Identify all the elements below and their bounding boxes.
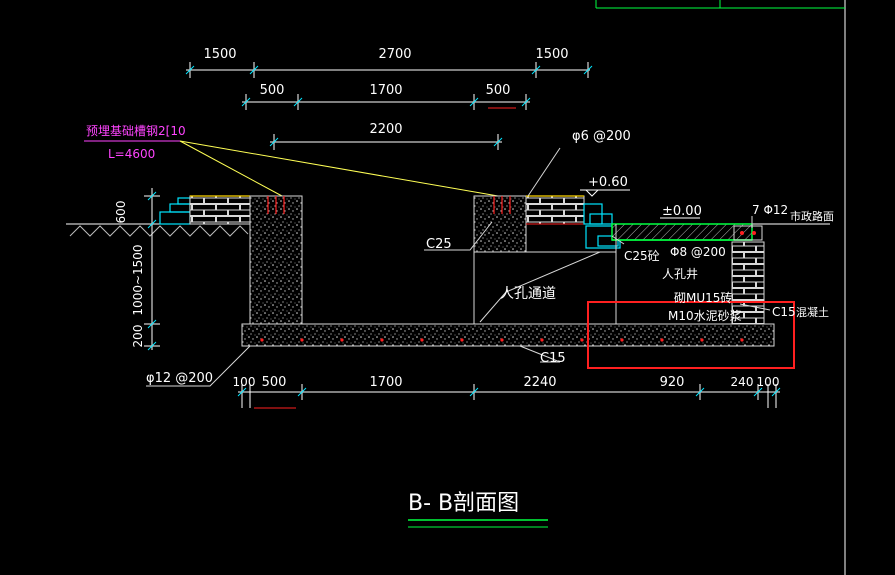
note-embedded-channel: 预埋基础槽钢2[10 [86, 124, 186, 138]
dim-1000-1500: 1000~1500 [131, 244, 145, 315]
level-zero-text: ±0.00 [662, 204, 702, 219]
base-slab [241, 323, 775, 347]
label-manhole-well: 人孔井 [662, 267, 698, 281]
label-rebar-bottom: φ12 @200 [146, 371, 213, 386]
label-city-road: 市政路面 [790, 209, 834, 223]
mid-wall-rebar [493, 196, 511, 214]
highlight-box [587, 301, 795, 369]
section-title: B- B剖面图 [408, 491, 519, 516]
dim-1500-left: 1500 [203, 47, 236, 62]
label-c15-right: C15 [772, 305, 796, 319]
dim-1700-top: 1700 [369, 83, 402, 98]
level-marker-plus [580, 189, 630, 197]
base-rebar [260, 338, 744, 342]
label-rebar-7: 7 Φ12 [752, 203, 788, 217]
dim-row-1 [185, 62, 593, 78]
right-wall-cap [733, 225, 763, 241]
left-wall-rebar [267, 196, 285, 214]
drawing-frame [595, 0, 846, 575]
mid-brick-cap [525, 195, 585, 225]
dim-b-2240: 2240 [523, 375, 556, 390]
dim-500-a: 500 [260, 83, 285, 98]
ground-left [66, 223, 250, 237]
right-brick-wall [731, 241, 765, 325]
dim-b-920: 920 [660, 375, 685, 390]
dim-500-b: 500 [486, 83, 511, 98]
dim-row-2 [241, 94, 531, 110]
manhole-top-slab [611, 223, 753, 241]
left-curb [159, 197, 191, 225]
label-rebar-top: φ6 @200 [572, 129, 631, 144]
label-c25-left: C25 [426, 237, 452, 252]
leader-yellow-2 [179, 140, 499, 197]
dim-b-500: 500 [262, 375, 287, 390]
label-c25-right: C25砼 [624, 249, 660, 263]
label-rebar-phi8: Φ8 @200 [670, 245, 726, 259]
dim-600: 600 [114, 201, 128, 224]
left-wall [249, 195, 303, 325]
mid-wall [473, 195, 527, 253]
dim-b-100-left: 100 [233, 375, 256, 389]
dim-200: 200 [131, 325, 145, 348]
dim-row-3 [269, 134, 503, 150]
dim-bottom [237, 384, 781, 409]
label-passage: 人孔通道 [500, 286, 556, 302]
dim-1500-right: 1500 [535, 47, 568, 62]
label-mortar: M10水泥砂浆 [668, 308, 742, 323]
level-plus-text: +0.60 [588, 175, 628, 190]
label-brick: 砌MU15砖 [674, 290, 732, 305]
note-length: L=4600 [108, 147, 155, 161]
dim-2200: 2200 [369, 122, 402, 137]
leader-yellow-1 [179, 140, 283, 197]
dim-2700: 2700 [378, 47, 411, 62]
dim-b-1700: 1700 [369, 375, 402, 390]
label-c15-bottom: C15 [540, 351, 566, 366]
leaders [146, 147, 771, 387]
left-brick-cap [189, 195, 251, 225]
dim-b-100-right: 100 [757, 375, 780, 389]
label-concrete: 混凝土 [796, 305, 829, 319]
dim-b-240: 240 [731, 375, 754, 389]
dim-vertical [144, 188, 160, 351]
